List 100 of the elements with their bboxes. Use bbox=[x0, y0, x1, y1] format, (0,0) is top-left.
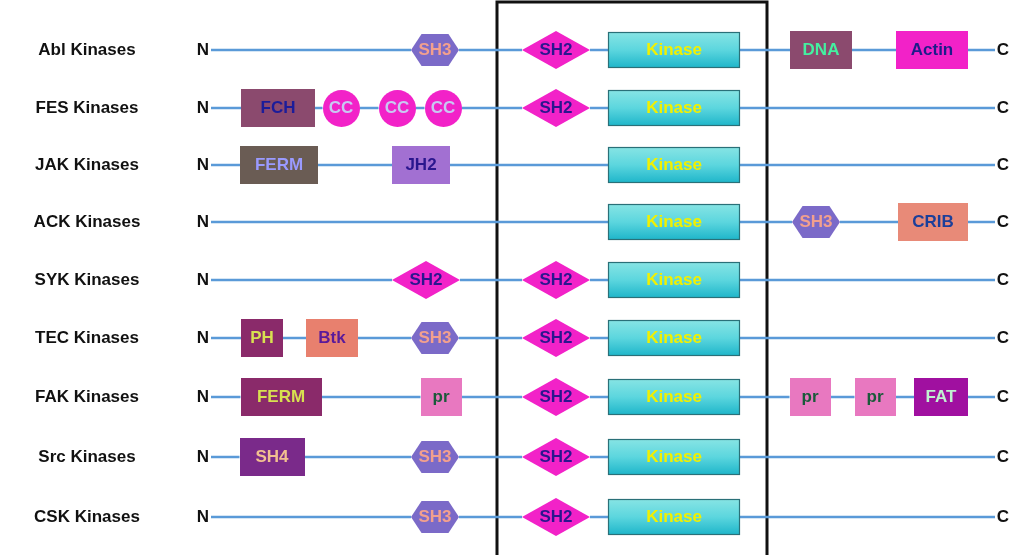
domain-diamond: SH2 bbox=[522, 31, 590, 69]
backbone-line bbox=[740, 278, 995, 282]
domain-hexagon: SH3 bbox=[411, 501, 459, 533]
kinase-domain-box: Kinase bbox=[608, 499, 740, 535]
domain-box: JH2 bbox=[392, 146, 450, 184]
backbone-line bbox=[459, 455, 522, 459]
domain-box: SH4 bbox=[239, 438, 305, 476]
domain-hexagon: SH3 bbox=[792, 206, 840, 238]
family-label: JAK Kinases bbox=[35, 155, 139, 175]
terminus-label: C bbox=[995, 506, 1011, 528]
kinase-domain-box: Kinase bbox=[608, 32, 740, 68]
kinase-domain-box: Kinase bbox=[608, 439, 740, 475]
backbone-line bbox=[211, 336, 241, 340]
backbone-line bbox=[968, 48, 995, 52]
terminus-label: C bbox=[995, 97, 1011, 119]
backbone-line bbox=[740, 515, 995, 519]
domain-box: Btk bbox=[306, 319, 358, 357]
terminus-label: C bbox=[995, 327, 1011, 349]
backbone-line bbox=[461, 106, 522, 110]
backbone-line bbox=[740, 395, 790, 399]
backbone-line bbox=[740, 220, 792, 224]
backbone-line bbox=[359, 106, 379, 110]
domain-diamond: SH2 bbox=[522, 89, 590, 127]
terminus-label: N bbox=[195, 211, 211, 233]
terminus-label: N bbox=[195, 154, 211, 176]
kinase-domain-box: Kinase bbox=[608, 320, 740, 356]
family-label: FES Kinases bbox=[35, 98, 139, 118]
backbone-line bbox=[211, 455, 240, 459]
domain-box: FERM bbox=[240, 146, 318, 184]
backbone-line bbox=[461, 395, 522, 399]
terminus-label: C bbox=[995, 386, 1011, 408]
backbone-line bbox=[852, 48, 896, 52]
domain-diamond: SH2 bbox=[522, 261, 590, 299]
domain-hexagon: SH3 bbox=[411, 441, 459, 473]
backbone-line bbox=[740, 336, 995, 340]
backbone-line bbox=[211, 48, 411, 52]
family-label: Abl Kinases bbox=[38, 40, 136, 60]
terminus-label: C bbox=[995, 446, 1011, 468]
family-label: Src Kinases bbox=[38, 447, 136, 467]
backbone-line bbox=[459, 515, 522, 519]
backbone-line bbox=[968, 395, 995, 399]
kinase-domain-box: Kinase bbox=[608, 379, 740, 415]
backbone-line bbox=[459, 48, 522, 52]
domain-box: CRIB bbox=[898, 203, 968, 241]
backbone-line bbox=[211, 515, 411, 519]
backbone-line bbox=[211, 278, 392, 282]
domain-circle: CC bbox=[322, 89, 360, 127]
domain-circle: CC bbox=[378, 89, 416, 127]
backbone-line bbox=[211, 163, 240, 167]
family-label: ACK Kinases bbox=[33, 212, 141, 232]
kinase-domain-box: Kinase bbox=[608, 204, 740, 240]
kinase-domain-box: Kinase bbox=[608, 147, 740, 183]
backbone-line bbox=[211, 395, 241, 399]
domain-diamond: SH2 bbox=[522, 319, 590, 357]
domain-hexagon: SH3 bbox=[411, 322, 459, 354]
backbone-line bbox=[318, 163, 392, 167]
backbone-line bbox=[321, 395, 421, 399]
kinase-domain-box: Kinase bbox=[608, 262, 740, 298]
backbone-line bbox=[840, 220, 898, 224]
domain-diamond: SH2 bbox=[522, 438, 590, 476]
backbone-line bbox=[895, 395, 914, 399]
domain-circle: CC bbox=[424, 89, 462, 127]
kinase-domain-box: Kinase bbox=[608, 90, 740, 126]
domain-box: pr bbox=[789, 378, 831, 416]
terminus-label: N bbox=[195, 327, 211, 349]
domain-box: PH bbox=[241, 319, 283, 357]
domain-hexagon: SH3 bbox=[411, 34, 459, 66]
terminus-label: C bbox=[995, 154, 1011, 176]
domain-box: FERM bbox=[240, 378, 322, 416]
terminus-label: N bbox=[195, 39, 211, 61]
terminus-label: N bbox=[195, 446, 211, 468]
backbone-line bbox=[459, 336, 522, 340]
backbone-line bbox=[740, 48, 790, 52]
terminus-label: C bbox=[995, 39, 1011, 61]
domain-box: Actin bbox=[896, 31, 968, 69]
family-label: TEC Kinases bbox=[35, 328, 139, 348]
domain-box: pr bbox=[854, 378, 896, 416]
backbone-line bbox=[211, 220, 608, 224]
backbone-line bbox=[450, 163, 608, 167]
domain-box: DNA bbox=[790, 31, 852, 69]
terminus-label: N bbox=[195, 506, 211, 528]
backbone-line bbox=[968, 220, 995, 224]
domain-box: pr bbox=[420, 378, 462, 416]
backbone-line bbox=[211, 106, 241, 110]
terminus-label: C bbox=[995, 211, 1011, 233]
terminus-label: N bbox=[195, 97, 211, 119]
backbone-line bbox=[740, 163, 995, 167]
family-label: FAK Kinases bbox=[35, 387, 139, 407]
backbone-line bbox=[283, 336, 306, 340]
backbone-line bbox=[740, 106, 995, 110]
family-label: SYK Kinases bbox=[34, 270, 140, 290]
terminus-label: N bbox=[195, 386, 211, 408]
domain-diamond: SH2 bbox=[522, 498, 590, 536]
backbone-line bbox=[304, 455, 411, 459]
terminus-label: C bbox=[995, 269, 1011, 291]
terminus-label: N bbox=[195, 269, 211, 291]
backbone-line bbox=[830, 395, 855, 399]
backbone-line bbox=[358, 336, 411, 340]
domain-box: FAT bbox=[914, 378, 968, 416]
domain-diamond: SH2 bbox=[522, 378, 590, 416]
